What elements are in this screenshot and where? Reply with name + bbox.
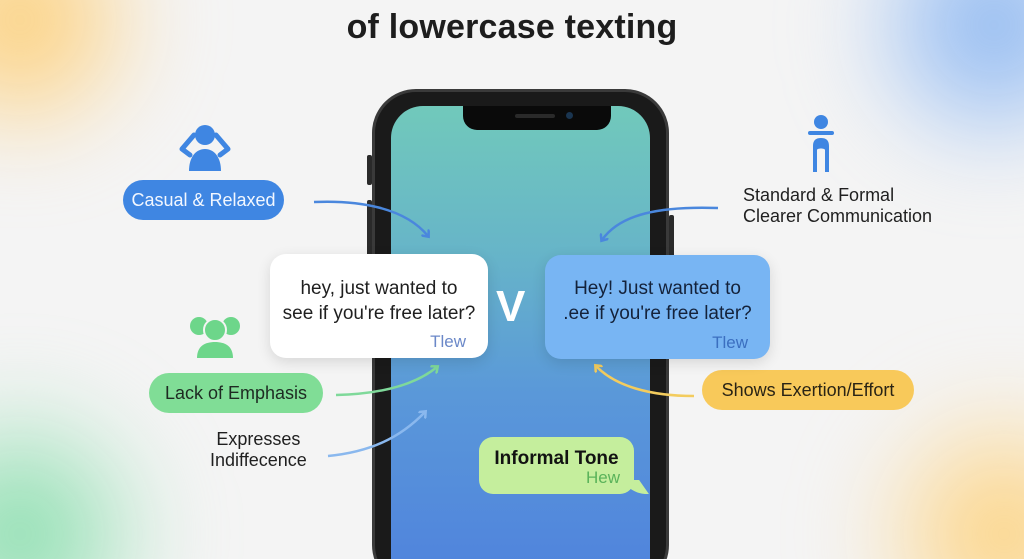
relaxed-person-icon bbox=[179, 125, 231, 171]
indifference-label-line2: Indiffecence bbox=[210, 450, 307, 470]
phone-power-button bbox=[669, 215, 674, 275]
formal-label-line1: Standard & Formal bbox=[743, 185, 895, 205]
versus-mark: V bbox=[496, 282, 526, 331]
indifference-label-line1: Expresses bbox=[216, 429, 301, 449]
lowercase-message-line1: hey, just wanted to bbox=[300, 278, 458, 299]
arrow-indiff bbox=[327, 412, 425, 458]
proper-message-line1: Hey! Just wanted to bbox=[574, 278, 741, 299]
camera-icon bbox=[566, 112, 573, 119]
proper-message-meta: Tlew bbox=[712, 333, 748, 352]
informal-tone-text: Informal Tone bbox=[494, 448, 619, 469]
page-title: of lowercase texting bbox=[346, 8, 678, 46]
formal-label-line2: Clearer Communication bbox=[743, 206, 933, 226]
formal-label: Standard & Formal Clearer Communication bbox=[743, 185, 932, 227]
arrow-effort bbox=[596, 366, 695, 398]
informal-tone-meta: Hew bbox=[585, 468, 620, 487]
indifference-label: Expresses Indiffecence bbox=[210, 429, 307, 471]
arrow-lack bbox=[335, 367, 437, 397]
phone-notch bbox=[463, 106, 611, 130]
lack-of-emphasis-pill: Lack of Emphasis bbox=[149, 373, 323, 413]
arrow-casual bbox=[313, 200, 428, 236]
lowercase-message-bubble: hey, just wanted to see if you're free l… bbox=[270, 254, 488, 358]
group-icon bbox=[190, 317, 240, 358]
phone-volume-button bbox=[367, 200, 372, 256]
arrow-formal bbox=[602, 206, 719, 240]
standing-person-icon bbox=[808, 115, 834, 172]
proper-message-line2: .ee if you're free later? bbox=[563, 303, 752, 324]
phone-mute-switch bbox=[367, 155, 372, 185]
lowercase-message-line2: see if you're free later? bbox=[282, 303, 476, 324]
speaker-icon bbox=[515, 114, 555, 118]
informal-tone-bubble: Informal Tone Hew bbox=[479, 437, 634, 494]
casual-relaxed-pill: Casual & Relaxed bbox=[123, 180, 284, 220]
lowercase-message-meta: Tlew bbox=[430, 332, 466, 351]
proper-case-message-bubble: Hey! Just wanted to .ee if you're free l… bbox=[545, 255, 770, 359]
exertion-effort-pill: Shows Exertion/Effort bbox=[702, 370, 914, 410]
